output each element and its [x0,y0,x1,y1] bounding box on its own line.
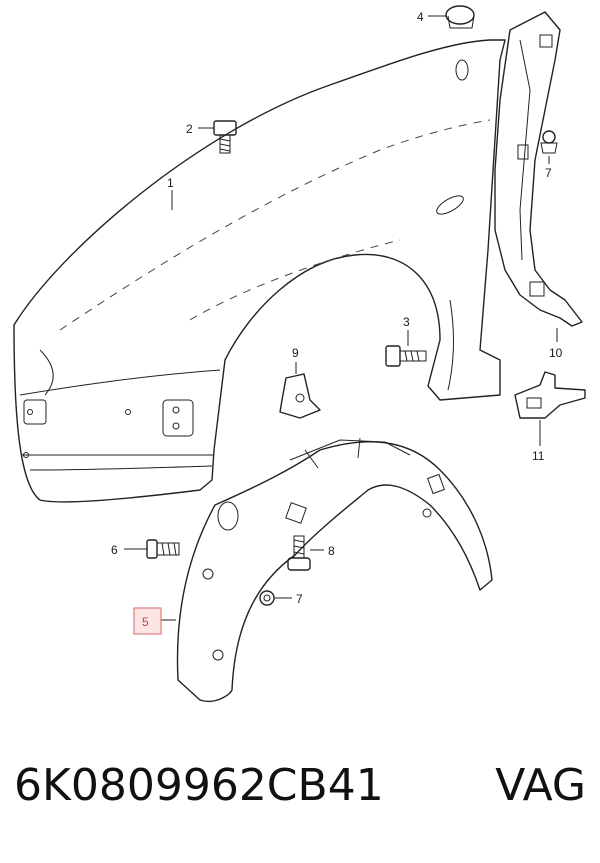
callout-4: 4 [417,10,424,24]
fender-panel [13,39,506,503]
highlight-box-5 [133,607,162,635]
lower-mounting-bracket [514,371,586,419]
cap-plug [445,5,475,29]
callout-3: 3 [403,315,410,329]
callout-10: 10 [549,346,563,360]
callout-9: 9 [292,346,299,360]
leader-lines [124,15,558,621]
callout-6: 6 [111,543,118,557]
part-number: 6K0809962CB41 [14,760,384,811]
callout-11: 11 [532,449,545,463]
wheel-housing-liner [176,437,493,702]
brand-name: VAG [495,760,586,811]
hex-bolt-3 [385,345,427,367]
fender-support-bracket [494,11,583,327]
callout-7-lower: 7 [296,592,303,606]
callout-2: 2 [186,122,193,136]
expansion-nut [279,373,321,419]
screw-8 [287,535,311,571]
hex-bolt-2 [213,120,237,154]
callout-5: 5 [142,615,149,629]
footer: 6K0809962CB41 VAG [0,760,600,840]
callout-7-upper: 7 [545,166,552,180]
clip-nut-upper [540,130,558,154]
callout-8: 8 [328,544,335,558]
callout-1: 1 [167,176,174,190]
stud-bolt [146,539,180,559]
clip-nut-lower [259,590,275,606]
